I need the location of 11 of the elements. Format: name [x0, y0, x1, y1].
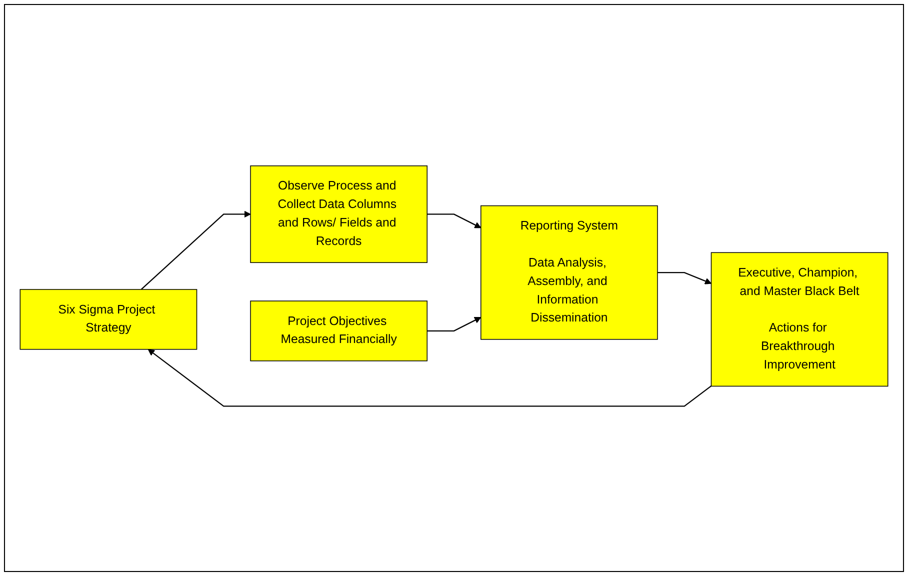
node-box — [480, 204, 658, 340]
node-box — [250, 300, 428, 361]
node-box — [250, 164, 428, 262]
arrow — [427, 213, 482, 228]
arrow — [140, 210, 251, 290]
node-box — [710, 252, 888, 386]
arrow — [658, 271, 712, 284]
diagram-frame: Six Sigma Project Strategy Observe Process and Collect Data Columns and Rows/ Fields and Records Project Objectives Measured Financially Reporting System Data Analysis, Assembly, and Information Dissemination Executive, Champion, and Master Black Belt Actions for Breakthrough Improvement — [4, 4, 904, 572]
arrow — [148, 348, 712, 406]
node-box — [20, 288, 198, 350]
arrow — [427, 316, 482, 331]
